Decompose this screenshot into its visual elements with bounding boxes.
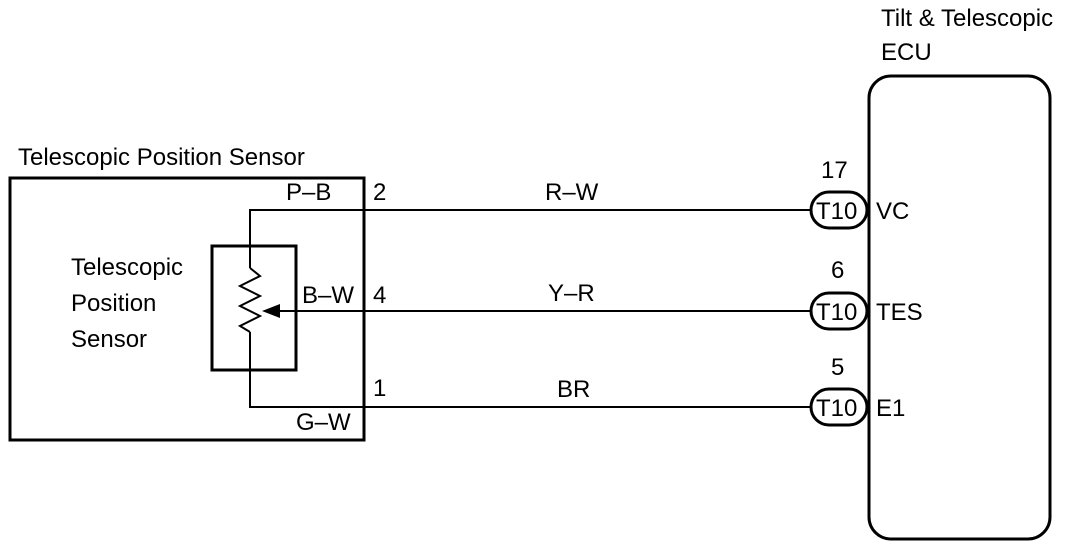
- sensor-outer-box: [8, 176, 366, 442]
- ecu-terminal-label: TES: [876, 299, 923, 326]
- wiper-arrow-icon: [262, 304, 280, 318]
- connector-label: T10: [816, 299, 857, 326]
- ecu-pin-label: 6: [831, 257, 844, 284]
- harness-color-label: Y–R: [548, 280, 595, 307]
- sensor-pin-label: 1: [373, 375, 386, 402]
- ecu-pin-label: 17: [821, 157, 848, 184]
- sensor-inner-label-line3: Sensor: [71, 326, 147, 353]
- connector-label: T10: [816, 395, 857, 422]
- sensor-wire-label: P–B: [286, 179, 331, 206]
- connector-icon: [809, 190, 869, 230]
- sensor-inner-label-line2: Position: [71, 290, 156, 317]
- ecu-terminal-label: E1: [876, 395, 905, 422]
- resistor-icon: [237, 267, 263, 333]
- circuit-vc: P–B 2 R–W 17 T10 VC: [286, 157, 909, 230]
- potentiometer-box: [210, 244, 298, 372]
- ecu-title-line1: Tilt & Telescopic: [881, 5, 1053, 32]
- ecu-terminal-label: VC: [876, 198, 909, 225]
- connector-label: T10: [816, 198, 857, 225]
- circuit-e1: G–W 1 BR 5 T10 E1: [296, 354, 905, 436]
- connector-icon: [809, 387, 869, 427]
- connector-icon: [809, 291, 869, 331]
- sensor-wire-label: G–W: [296, 409, 351, 436]
- sensor-outer-title: Telescopic Position Sensor: [18, 144, 305, 171]
- ecu-box: [867, 74, 1052, 541]
- ecu-pin-label: 5: [831, 354, 844, 381]
- sensor-block: Telescopic Position Sensor Telescopic Po…: [8, 144, 366, 442]
- sensor-inner-label-line1: Telescopic: [71, 254, 183, 281]
- ecu-block: Tilt & Telescopic ECU: [867, 5, 1053, 541]
- sensor-pin-label: 4: [373, 282, 386, 309]
- internal-wire-pb: [249, 209, 364, 268]
- harness-color-label: R–W: [545, 179, 599, 206]
- circuit-tes: B–W 4 Y–R 6 T10 TES: [302, 257, 923, 331]
- internal-wire-gw: [249, 332, 364, 408]
- sensor-pin-label: 2: [373, 179, 386, 206]
- ecu-title-line2: ECU: [881, 39, 932, 66]
- harness-color-label: BR: [557, 376, 590, 403]
- sensor-wire-label: B–W: [302, 282, 354, 309]
